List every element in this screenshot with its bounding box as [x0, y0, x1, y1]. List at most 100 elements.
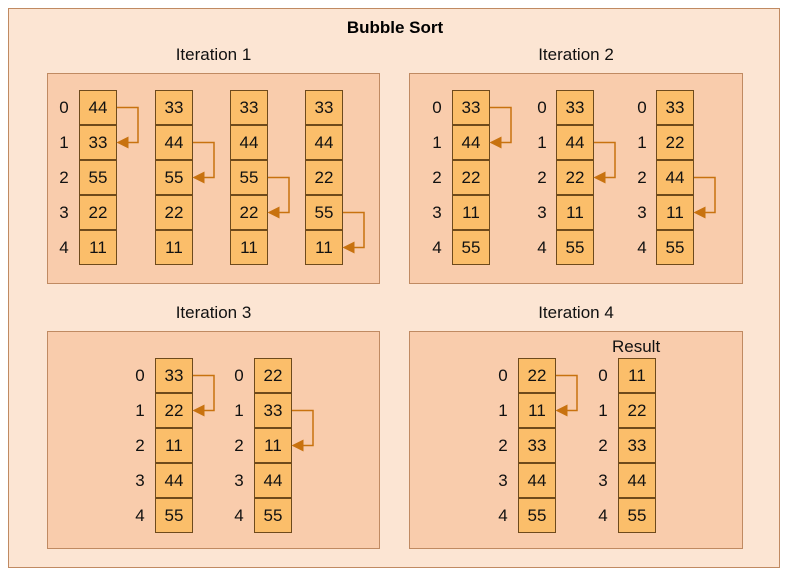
array-cell: 11 [656, 195, 694, 230]
array-cell: 11 [305, 230, 343, 265]
index-label: 1 [498, 400, 508, 420]
index-label: 4 [598, 505, 608, 525]
main-title: Bubble Sort [346, 18, 444, 37]
index-label: 0 [498, 365, 508, 385]
array-cell: 11 [518, 393, 556, 428]
index-label: 4 [498, 505, 508, 525]
index-label: 2 [537, 167, 547, 187]
array-cell: 44 [155, 125, 193, 160]
array-cell: 11 [155, 230, 193, 265]
index-label: 4 [537, 237, 547, 257]
array-cell: 33 [155, 90, 193, 125]
array-cell: 55 [618, 498, 656, 533]
array-cell: 33 [618, 428, 656, 463]
array-cell: 55 [518, 498, 556, 533]
array-cell: 55 [155, 498, 193, 533]
array-cell: 44 [305, 125, 343, 160]
array-cell: 22 [518, 358, 556, 393]
array-cell: 33 [155, 358, 193, 393]
array-cell: 44 [230, 125, 268, 160]
array-cell: 22 [79, 195, 117, 230]
index-label: 3 [432, 202, 442, 222]
array-cell: 44 [79, 90, 117, 125]
index-label: 4 [234, 505, 244, 525]
index-label: 3 [537, 202, 547, 222]
array-cell: 11 [254, 428, 292, 463]
array-cell: 22 [254, 358, 292, 393]
index-label: 0 [598, 365, 608, 385]
index-label: 1 [432, 132, 442, 152]
array-cell: 44 [656, 160, 694, 195]
array-cell: 33 [254, 393, 292, 428]
index-label: 1 [59, 132, 69, 152]
array-cell: 33 [518, 428, 556, 463]
index-label: 0 [59, 97, 69, 117]
index-label: 2 [598, 435, 608, 455]
array-cell: 11 [155, 428, 193, 463]
array-cell: 11 [452, 195, 490, 230]
array-cell: 55 [556, 230, 594, 265]
index-label: 3 [234, 470, 244, 490]
array-cell: 22 [230, 195, 268, 230]
index-label: 3 [59, 202, 69, 222]
array-cell: 11 [79, 230, 117, 265]
array-cell: 33 [305, 90, 343, 125]
iteration-4-title: Iteration 4 [538, 303, 614, 322]
iteration-3-title: Iteration 3 [175, 303, 252, 322]
array-cell: 33 [556, 90, 594, 125]
index-label: 0 [135, 365, 145, 385]
index-label: 4 [432, 237, 442, 257]
index-label: 2 [135, 435, 145, 455]
array-cell: 11 [556, 195, 594, 230]
array-cell: 11 [618, 358, 656, 393]
array-cell: 44 [452, 125, 490, 160]
array-cell: 22 [452, 160, 490, 195]
index-label: 0 [432, 97, 442, 117]
array-cell: 44 [155, 463, 193, 498]
index-label: 1 [637, 132, 647, 152]
array-cell: 55 [305, 195, 343, 230]
array-cell: 33 [656, 90, 694, 125]
iteration-3-panel [47, 331, 380, 549]
array-cell: 55 [79, 160, 117, 195]
index-label: 3 [598, 470, 608, 490]
index-label: 0 [637, 97, 647, 117]
index-label: 2 [59, 167, 69, 187]
index-label: 1 [537, 132, 547, 152]
array-cell: 55 [656, 230, 694, 265]
array-cell: 22 [556, 160, 594, 195]
index-label: 0 [537, 97, 547, 117]
array-cell: 55 [452, 230, 490, 265]
array-cell: 33 [452, 90, 490, 125]
array-cell: 11 [230, 230, 268, 265]
iteration-4-panel [409, 331, 743, 549]
index-label: 2 [432, 167, 442, 187]
index-label: 4 [59, 237, 69, 257]
iteration-1-title: Iteration 1 [175, 45, 252, 64]
array-cell: 44 [254, 463, 292, 498]
array-cell: 22 [305, 160, 343, 195]
array-cell: 22 [155, 393, 193, 428]
array-cell: 55 [230, 160, 268, 195]
array-cell: 33 [230, 90, 268, 125]
result-label: Result [612, 337, 661, 356]
index-label: 0 [234, 365, 244, 385]
index-label: 1 [234, 400, 244, 420]
index-label: 3 [637, 202, 647, 222]
array-cell: 55 [254, 498, 292, 533]
index-label: 4 [637, 237, 647, 257]
index-label: 2 [637, 167, 647, 187]
index-label: 2 [498, 435, 508, 455]
array-cell: 22 [656, 125, 694, 160]
array-cell: 33 [79, 125, 117, 160]
array-cell: 44 [518, 463, 556, 498]
index-label: 1 [135, 400, 145, 420]
index-label: 4 [135, 505, 145, 525]
index-label: 1 [598, 400, 608, 420]
index-label: 2 [234, 435, 244, 455]
array-cell: 44 [618, 463, 656, 498]
iteration-2-title: Iteration 2 [538, 45, 614, 64]
array-cell: 44 [556, 125, 594, 160]
index-label: 3 [135, 470, 145, 490]
